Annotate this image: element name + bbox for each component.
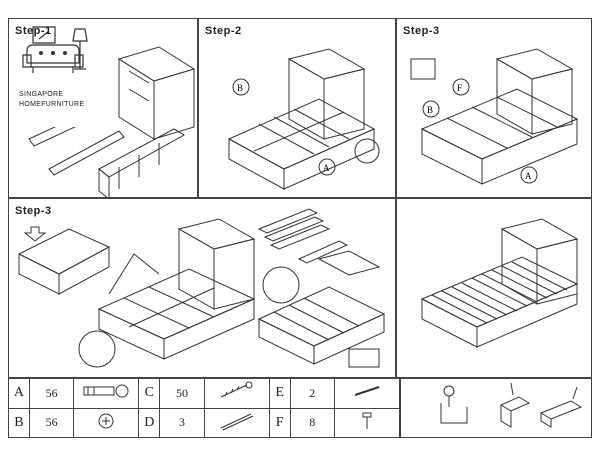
callout-a: A <box>525 171 532 181</box>
part-letter: D <box>138 407 161 438</box>
part-qty: 56 <box>28 407 75 438</box>
step-2-illustration: B A <box>199 19 396 198</box>
callout-f: F <box>457 83 462 93</box>
brand-name-line1: SINGAPORE <box>19 91 64 98</box>
part-letter: C <box>138 378 161 409</box>
screw-icon <box>203 378 270 409</box>
step-2-panel: Step-2 B A <box>198 18 396 198</box>
callout-b: B <box>237 83 243 93</box>
final-bed-illustration <box>397 199 592 378</box>
step-1-panel: E SINGAPORE HOMEFURNITURE Step-1 <box>8 18 198 198</box>
cam-dowel-icon <box>73 378 140 409</box>
part-letter: B <box>8 407 30 438</box>
step-1-label: Step-1 <box>15 25 52 37</box>
sofa-lamp-logo-icon <box>19 23 115 93</box>
pin-icon <box>333 378 401 409</box>
step-3-panel-bottom: Step-3 <box>8 198 396 378</box>
step-3-label-top: Step-3 <box>403 25 440 37</box>
step-3-panel-top: Step-3 F B A <box>396 18 592 198</box>
parts-list: A 56 C 50 E 2 B 56 D 3 <box>8 378 401 438</box>
part-qty: 3 <box>159 407 205 438</box>
assembly-details <box>400 378 592 438</box>
parts-table: A 56 C 50 E 2 B 56 D 3 <box>8 378 401 438</box>
step-2-label: Step-2 <box>205 25 242 37</box>
part-qty: 2 <box>289 378 335 409</box>
part-letter: E <box>268 378 291 409</box>
part-qty: 56 <box>28 378 75 409</box>
part-letter: F <box>268 407 291 438</box>
rail-icon <box>203 407 270 438</box>
detail-illustrations <box>401 379 593 439</box>
parts-row: A 56 C 50 E 2 <box>8 378 401 409</box>
part-qty: 8 <box>289 407 335 438</box>
brand-logo: SINGAPORE HOMEFURNITURE <box>19 23 115 127</box>
cam-lock-icon <box>73 407 140 438</box>
final-bed-panel <box>396 198 592 378</box>
part-letter: A <box>8 378 30 409</box>
brand-name-line2: HOMEFURNITURE <box>19 101 85 108</box>
callout-a: A <box>323 163 330 173</box>
bolt-icon <box>333 407 401 438</box>
step-3-top-illustration: F B A <box>397 19 592 198</box>
parts-row: B 56 D 3 F 8 <box>8 407 401 438</box>
part-qty: 50 <box>159 378 205 409</box>
step-3-label-bottom: Step-3 <box>15 205 52 217</box>
callout-b: B <box>427 105 433 115</box>
step-3-bottom-illustration <box>9 199 396 378</box>
